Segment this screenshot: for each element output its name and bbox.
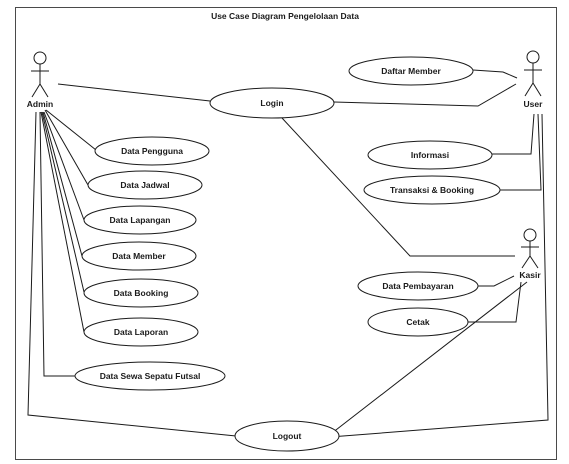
usecase-daftar-member: Daftar Member bbox=[348, 56, 474, 86]
usecase-data-pengguna: Data Pengguna bbox=[94, 136, 210, 166]
usecase-data-sewa-sepatu-futsal: Data Sewa Sepatu Futsal bbox=[74, 361, 226, 391]
usecase-data-laporan-label: Data Laporan bbox=[114, 327, 168, 337]
usecase-informasi-label: Informasi bbox=[411, 150, 449, 160]
actor-admin-figure bbox=[31, 51, 49, 98]
usecase-transaksi-booking-label: Transaksi & Booking bbox=[390, 185, 474, 195]
actor-kasir-figure bbox=[521, 228, 539, 269]
assoc-admin-data-pengguna bbox=[45, 109, 97, 151]
usecase-daftar-member-label: Daftar Member bbox=[381, 66, 441, 76]
assoc-user-logout bbox=[329, 113, 549, 438]
assoc-kasir-data-pembayaran bbox=[478, 275, 515, 287]
assoc-kasir-cetak bbox=[468, 281, 522, 323]
usecase-data-laporan: Data Laporan bbox=[83, 317, 199, 347]
assoc-user-informasi bbox=[492, 113, 535, 155]
assoc-admin-data-member bbox=[42, 111, 83, 257]
usecase-data-jadwal-label: Data Jadwal bbox=[120, 180, 169, 190]
actor-user-figure bbox=[524, 50, 542, 97]
assoc-user-login bbox=[333, 83, 517, 107]
actor-admin-label: Admin bbox=[27, 99, 53, 109]
usecase-data-booking: Data Booking bbox=[83, 278, 199, 308]
usecase-cetak: Cetak bbox=[367, 307, 469, 337]
usecase-data-lapangan: Data Lapangan bbox=[83, 205, 197, 235]
assoc-admin-data-booking bbox=[41, 111, 85, 293]
assoc-admin-login bbox=[57, 83, 211, 102]
usecase-data-lapangan-label: Data Lapangan bbox=[110, 215, 171, 225]
diagram-title: Use Case Diagram Pengelolaan Data bbox=[211, 11, 359, 21]
usecase-data-jadwal: Data Jadwal bbox=[87, 170, 203, 200]
usecase-data-pembayaran: Data Pembayaran bbox=[357, 271, 479, 301]
assoc-admin-data-sewa bbox=[39, 111, 76, 377]
usecase-login: Login bbox=[209, 87, 335, 119]
usecase-data-member: Data Member bbox=[81, 241, 197, 271]
usecase-data-member-label: Data Member bbox=[112, 251, 166, 261]
usecase-data-pembayaran-label: Data Pembayaran bbox=[382, 281, 453, 291]
usecase-cetak-label: Cetak bbox=[406, 317, 429, 327]
diagram-frame bbox=[15, 7, 557, 460]
assoc-admin-data-jadwal bbox=[44, 109, 89, 186]
associations bbox=[27, 69, 549, 441]
assoc-user-daftar-member bbox=[472, 69, 518, 79]
assoc-user-transaksi bbox=[500, 113, 542, 191]
usecase-transaksi-booking: Transaksi & Booking bbox=[363, 175, 501, 205]
usecase-data-sewa-sepatu-futsal-label: Data Sewa Sepatu Futsal bbox=[100, 371, 201, 381]
assoc-kasir-logout bbox=[322, 281, 528, 441]
assoc-admin-logout bbox=[27, 111, 237, 437]
usecase-data-pengguna-label: Data Pengguna bbox=[121, 146, 183, 156]
usecase-logout-label: Logout bbox=[273, 431, 302, 441]
actor-user-label: User bbox=[524, 99, 544, 109]
assoc-admin-data-lapangan bbox=[43, 111, 85, 221]
actor-kasir: Kasir bbox=[519, 228, 541, 280]
assoc-kasir-login bbox=[281, 117, 515, 257]
usecase-logout: Logout bbox=[234, 420, 340, 452]
actor-admin: Admin bbox=[27, 51, 53, 109]
actor-user: User bbox=[524, 50, 544, 109]
actor-kasir-label: Kasir bbox=[519, 270, 541, 280]
assoc-admin-data-laporan bbox=[40, 111, 85, 333]
usecase-data-booking-label: Data Booking bbox=[114, 288, 169, 298]
usecase-informasi: Informasi bbox=[367, 140, 493, 170]
usecase-login-label: Login bbox=[260, 98, 283, 108]
